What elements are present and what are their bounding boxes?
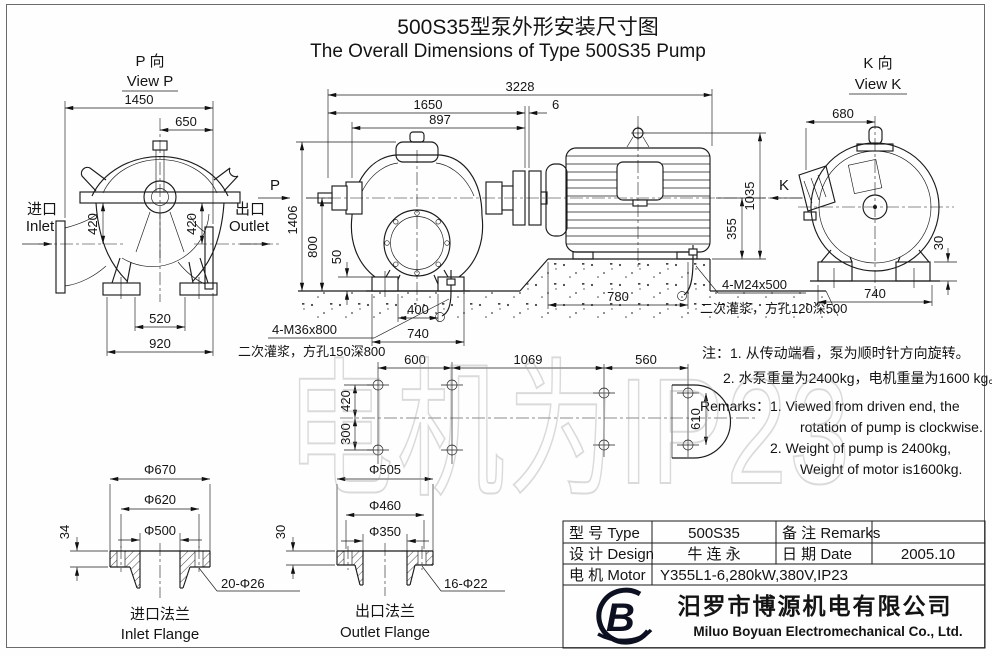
- dim-phi500: Φ500: [144, 523, 176, 538]
- inlet-label-en: Inlet: [26, 218, 55, 235]
- dim-520: 520: [149, 311, 171, 326]
- inlet-flange: Φ670 Φ620 Φ500 34: [57, 462, 300, 643]
- outlet-flange: Φ505 Φ460 Φ350 30: [273, 462, 505, 641]
- dim-560: 560: [635, 352, 657, 367]
- note-en-4: Weight of motor is1600kg.: [800, 461, 962, 477]
- dim-3228: 3228: [506, 79, 535, 94]
- note-en-3: 2. Weight of pump is 2400kg,: [770, 440, 951, 456]
- motor-label: 电 机 Motor: [569, 567, 646, 584]
- dim-610: 610: [688, 408, 703, 430]
- remarks-label: 备 注 Remarks: [782, 525, 880, 542]
- company-name-zh: 汨罗市博源机电有限公司: [678, 593, 953, 619]
- outlet-flange-label-en: Outlet Flange: [340, 624, 430, 641]
- notes: 注：1. 从传动端看，泵为顺时针方向旋转。 2. 水泵重量为2400kg，电机重…: [700, 345, 992, 477]
- anchor-right-line1: 4-M24x500: [722, 277, 787, 292]
- outlet-flange-label-zh: 出口法兰: [355, 603, 415, 620]
- title-en: The Overall Dimensions of Type 500S35 Pu…: [310, 41, 706, 62]
- dim-1650: 1650: [414, 97, 443, 112]
- dim-400: 400: [407, 302, 429, 317]
- dim-phi460: Φ460: [369, 498, 401, 513]
- dim-1069: 1069: [514, 352, 543, 367]
- anchor-left-line1: 4-M36x800: [272, 322, 337, 337]
- date-label: 日 期 Date: [782, 546, 852, 563]
- note-en-2: rotation of pump is clockwise.: [800, 419, 983, 435]
- type-value: 500S35: [688, 525, 740, 542]
- dim-6: 6: [552, 97, 559, 112]
- type-label: 型 号 Type: [569, 525, 640, 542]
- outlet-label-en: Outlet: [229, 218, 270, 235]
- design-label: 设 计 Design: [569, 546, 654, 563]
- view-k: K 向 View K 680 740: [798, 55, 957, 306]
- dim-897: 897: [429, 112, 451, 127]
- dim-50: 50: [329, 250, 344, 264]
- dim-phi670: Φ670: [144, 462, 176, 477]
- inlet-flange-label-zh: 进口法兰: [130, 606, 190, 623]
- view-p-label-en: View P: [127, 73, 173, 90]
- fan-grille-hatch: [848, 159, 883, 194]
- section-p-label: P: [270, 177, 280, 194]
- dim-600: 600: [404, 352, 426, 367]
- dim-34: 34: [57, 525, 72, 539]
- sheet-border: [6, 4, 985, 648]
- dim-30-flange: 30: [273, 525, 288, 539]
- view-k-label-en: View K: [855, 76, 901, 93]
- dim-780: 780: [607, 289, 629, 304]
- view-p: P 向 View P: [22, 53, 282, 356]
- section-k-label: K: [779, 177, 789, 194]
- dim-355: 355: [724, 218, 739, 240]
- dim-1035: 1035: [742, 182, 757, 211]
- dim-300: 300: [338, 423, 353, 445]
- company-block: B 汨罗市博源机电有限公司 Miluo Boyuan Electromechan…: [596, 587, 963, 645]
- inlet-holes-callout: 20-Φ26: [221, 576, 265, 591]
- dim-680: 680: [832, 106, 854, 121]
- title-block: 型 号 Type 500S35 备 注 Remarks 设 计 Design 牛…: [562, 520, 986, 649]
- inlet-flange-label-en: Inlet Flange: [121, 626, 199, 643]
- date-value: 2005.10: [901, 546, 955, 563]
- view-k-label-zh: K 向: [863, 55, 892, 72]
- dim-30-k: 30: [931, 236, 946, 250]
- foundation-plan: 600 1069 560 420 300 610: [338, 352, 756, 464]
- note-en-1: Remarks：1. Viewed from driven end, the: [700, 398, 960, 414]
- anchor-bolt-holes: [367, 379, 699, 456]
- company-logo: B: [596, 587, 653, 645]
- dim-740-main: 740: [407, 326, 429, 341]
- dim-420-plan: 420: [338, 390, 353, 412]
- concrete-foundation: [298, 260, 836, 318]
- terminal-box-k: [798, 165, 836, 212]
- title-zh: 500S35型泵外形安装尺寸图: [397, 16, 658, 39]
- dim-phi350: Φ350: [369, 524, 401, 539]
- dim-phi620: Φ620: [144, 492, 176, 507]
- dim-920: 920: [149, 336, 171, 351]
- dim-420-right: 420: [184, 213, 199, 235]
- outlet-holes-callout: 16-Φ22: [444, 576, 488, 591]
- note-zh-2: 2. 水泵重量为2400kg，电机重量为1600 kg。: [723, 370, 992, 386]
- inlet-label-zh: 进口: [27, 201, 57, 218]
- motor-value: Y355L1-6,280kW,380V,IP23: [660, 567, 848, 584]
- anchor-left-line2: 二次灌浆，方孔150深800: [238, 344, 385, 359]
- note-zh-1: 注：1. 从传动端看，泵为顺时针方向旋转。: [702, 345, 970, 361]
- logo-letter: B: [606, 596, 635, 640]
- dim-phi505: Φ505: [369, 462, 401, 477]
- drawing-title: 500S35型泵外形安装尺寸图 The Overall Dimensions o…: [310, 16, 706, 62]
- dim-650: 650: [175, 114, 197, 129]
- dim-1406: 1406: [285, 206, 300, 235]
- terminal-box: [616, 161, 664, 201]
- dim-800: 800: [305, 236, 320, 258]
- dim-420-left: 420: [85, 213, 100, 235]
- dim-740-k: 740: [864, 286, 886, 301]
- dim-1450: 1450: [125, 92, 154, 107]
- design-value: 牛 连 永: [687, 546, 740, 563]
- company-name-en: Miluo Boyuan Electromechanical Co., Ltd.: [693, 624, 962, 639]
- main-view: 3228 1650 897 6 1406 800 50 400 740 780: [238, 79, 847, 359]
- anchor-right-line2: 二次灌浆，方孔120深500: [700, 301, 847, 316]
- view-p-label-zh: P 向: [136, 53, 165, 70]
- outlet-label-zh: 出口: [235, 201, 265, 218]
